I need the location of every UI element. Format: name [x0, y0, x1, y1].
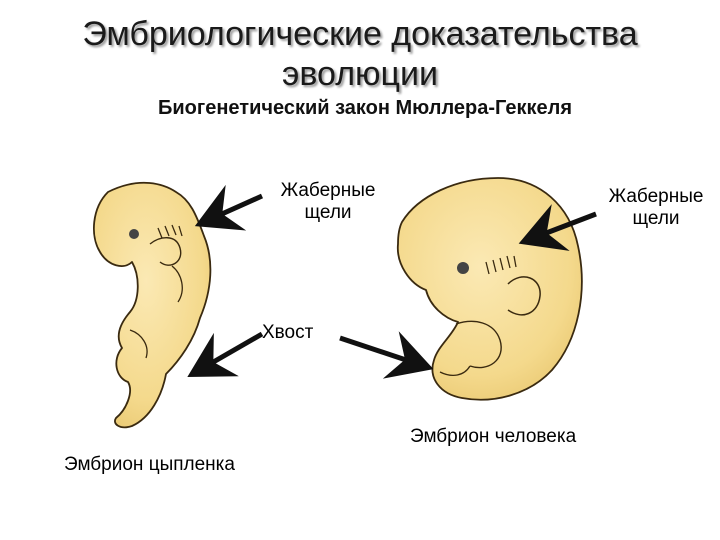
- chick-embryo-illustration: [93, 181, 212, 429]
- chick-embryo-caption: Эмбрион цыпленка: [64, 454, 235, 475]
- gills-label-right: Жаберные щели: [596, 186, 716, 230]
- human-embryo-caption: Эмбрион человека: [410, 426, 577, 447]
- title-line-2: эволюции: [282, 55, 438, 93]
- arrow-gills-right: [518, 204, 597, 251]
- gills-label-left-line1: Жаберные: [280, 180, 376, 201]
- title-line-1: Эмбриологические доказательства: [82, 15, 638, 53]
- slide-title: Эмбриологические доказательства эволюции: [0, 14, 720, 94]
- human-embryo-illustration: [397, 177, 583, 401]
- gills-label-left-line2: щели: [304, 202, 352, 223]
- arrow-tail-human: [339, 331, 434, 379]
- gills-label-left: Жаберные щели: [268, 180, 388, 224]
- gills-label-right-line2: щели: [632, 208, 680, 229]
- tail-label: Хвост: [262, 322, 314, 343]
- arrow-tail-chick: [187, 331, 264, 377]
- arrow-gills-left: [194, 184, 264, 231]
- gills-label-right-line1: Жаберные: [608, 186, 704, 207]
- slide-subtitle: Биогенетический закон Мюллера-Геккеля: [158, 97, 572, 119]
